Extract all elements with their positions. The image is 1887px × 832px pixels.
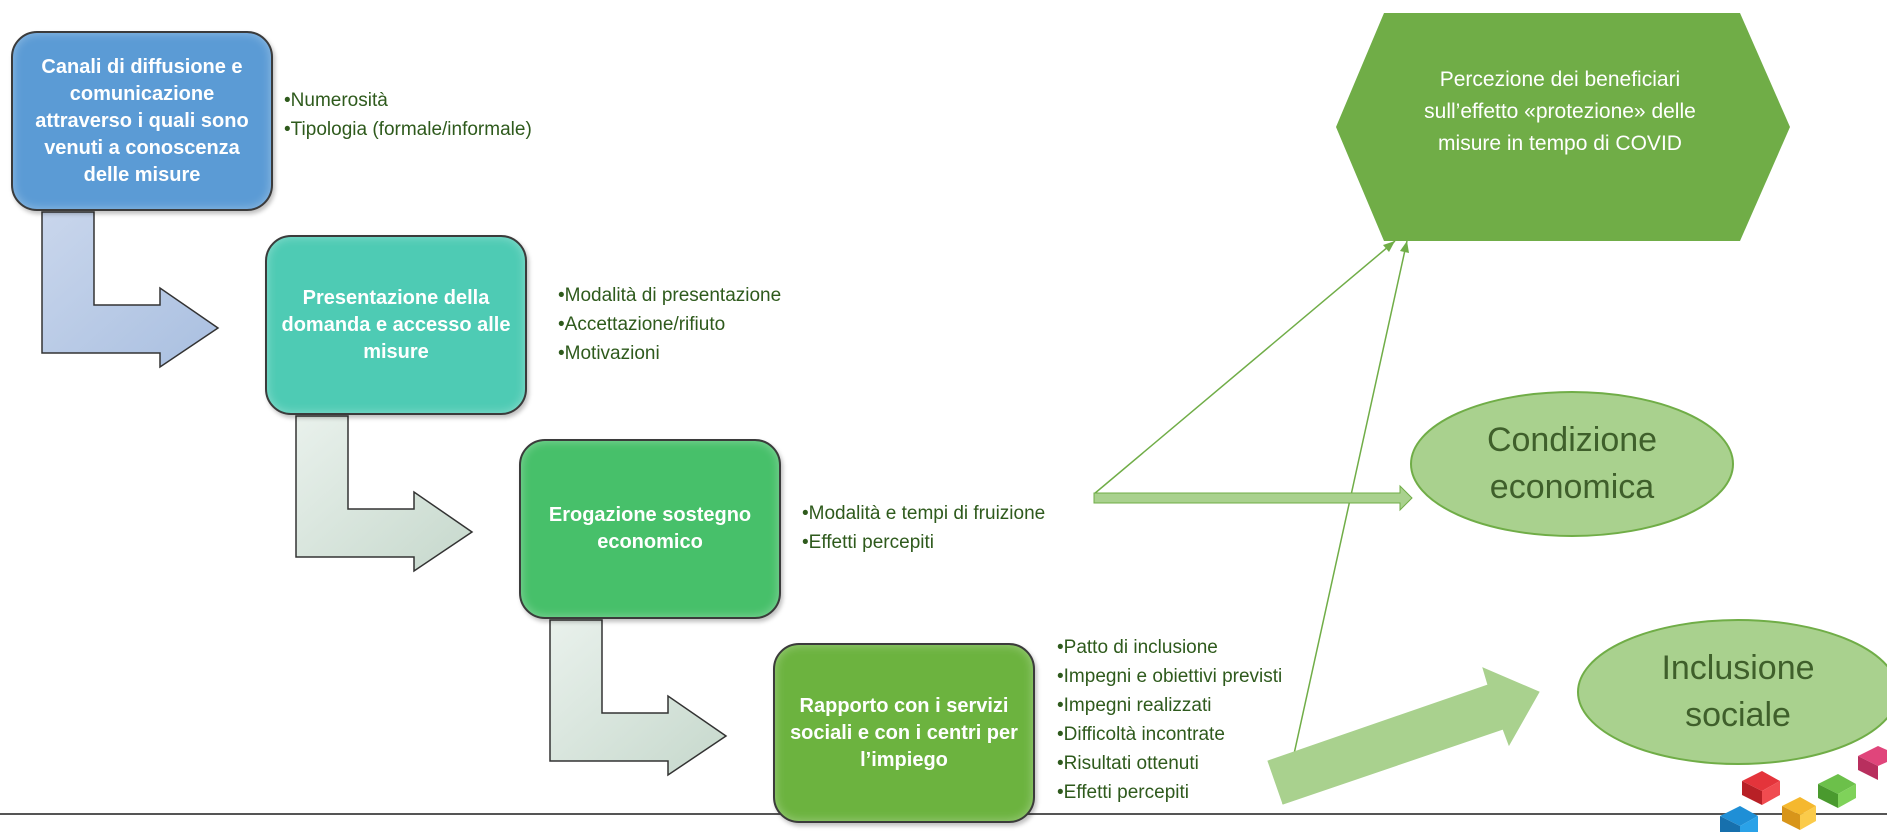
bullet-item: Risultati ottenuti [1057, 749, 1282, 778]
bullet-item: Motivazioni [558, 339, 781, 368]
perception-hexagon [1336, 13, 1790, 241]
bullet-item: Modalità di presentazione [558, 281, 782, 310]
social-label: Inclusione sociale [1661, 649, 1815, 734]
bullet-item: Accettazione/rifiuto [558, 310, 781, 339]
economic-oval [1410, 391, 1734, 537]
bullet-list-application: Modalità di presentazione Accettazione/r… [558, 281, 782, 368]
bullet-item: Numerosità [284, 86, 532, 115]
perception-label: Percezione dei beneficiari sull’effetto … [1424, 68, 1696, 155]
bent-arrow-2 [295, 415, 474, 573]
bullet-item: Modalità e tempi di fruizione [802, 499, 1046, 528]
connector-to-perception-1 [1093, 240, 1396, 495]
bullet-item: Difficoltà incontrate [1057, 720, 1282, 749]
stage-label: Erogazione sostegno economico [548, 504, 752, 553]
bullet-list-support: Modalità e tempi di fruizione Effetti pe… [802, 499, 1046, 557]
stage-box-support: Erogazione sostegno economico [519, 439, 781, 619]
bent-arrow-1 [41, 211, 220, 369]
bullet-item: Effetti percepiti [1057, 778, 1282, 807]
bullet-item: Tipologia (formale/informale) [284, 115, 532, 144]
bullet-item: Impegni e obiettivi previsti [1057, 662, 1283, 691]
economic-label: Condizione economica [1486, 421, 1658, 506]
stage-label: Rapporto con i servizi sociali e con i c… [790, 694, 1018, 771]
bullet-list-channels: Numerosità Tipologia (formale/informale) [284, 86, 532, 144]
bullet-item: Impegni realizzati [1057, 691, 1282, 720]
stage-box-application: Presentazione della domanda e accesso al… [265, 235, 527, 415]
arrow-to-social [1267, 667, 1540, 805]
stage-box-channels: Canali di diffusione e comunicazione att… [11, 31, 273, 211]
stage-label: Presentazione della domanda e accesso al… [281, 286, 511, 363]
cubes-logo-icon [1720, 746, 1887, 832]
arrow-to-economic [1093, 484, 1413, 512]
connector-to-perception-2 [1282, 240, 1408, 805]
bullet-item: Effetti percepiti [802, 528, 1045, 557]
stage-label: Canali di diffusione e comunicazione att… [35, 55, 249, 186]
bent-arrow-3 [549, 619, 728, 777]
bullet-list-services: Patto di inclusione Impegni e obiettivi … [1057, 633, 1283, 807]
bullet-item: Patto di inclusione [1057, 633, 1282, 662]
social-oval [1577, 619, 1887, 765]
stage-box-services: Rapporto con i servizi sociali e con i c… [773, 643, 1035, 823]
